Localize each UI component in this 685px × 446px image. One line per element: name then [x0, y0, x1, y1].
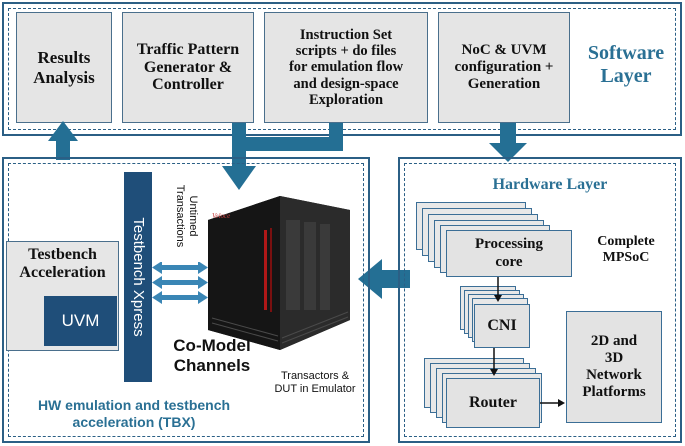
uvm-box: UVM	[44, 296, 117, 346]
traffic-pattern-generator-box: Traffic Pattern Generator & Controller	[122, 12, 254, 123]
testbench-xpress-bar	[124, 172, 152, 382]
transaction-arrow	[152, 276, 208, 289]
noc-uvm-configuration-box: NoC & UVM configuration + Generation	[438, 12, 570, 123]
hardware-layer-frame	[398, 157, 682, 443]
hardware-layer-title: Hardware Layer	[492, 176, 608, 193]
testbench-acceleration-label: Testbench Acceleration	[19, 246, 106, 282]
transaction-arrows	[152, 262, 208, 304]
emulator-brand-label: Veloce	[212, 212, 231, 220]
network-platforms-box: 2D and 3D Network Platforms	[566, 311, 662, 423]
emulator-cabinet-image	[208, 196, 350, 350]
hardware-layer-dashed-frame	[404, 163, 676, 437]
results-up-arrow	[48, 121, 78, 160]
router-to-platforms-arrow	[540, 399, 565, 407]
transactors-note: Transactors & DUT in Emulator	[274, 370, 356, 395]
processing-core-box: Processing core	[446, 230, 572, 277]
hardware-to-emulator-arrow	[358, 259, 410, 299]
software-layer-title: Software Layer	[587, 42, 665, 87]
complete-mpsoc-label: Complete MPSoC	[597, 234, 655, 266]
tbx-frame	[2, 157, 370, 443]
transaction-arrow	[152, 291, 208, 304]
co-model-channels-label: Co-Model Channels	[173, 336, 251, 375]
software-to-tbx-arrow	[222, 123, 343, 190]
noc-to-hardware-arrow	[489, 123, 527, 162]
cni-to-router-arrow	[490, 348, 498, 376]
uvm-label: UVM	[61, 311, 100, 330]
results-analysis-box: Results Analysis	[16, 12, 112, 123]
cni-box: CNI	[474, 304, 530, 348]
instruction-set-scripts-box: Instruction Set scripts + do files for e…	[264, 12, 428, 123]
transaction-arrow	[152, 262, 208, 274]
router-box: Router	[446, 378, 540, 428]
tbx-label: HW emulation and testbench acceleration …	[37, 397, 231, 430]
core-to-cni-arrow	[494, 277, 502, 302]
